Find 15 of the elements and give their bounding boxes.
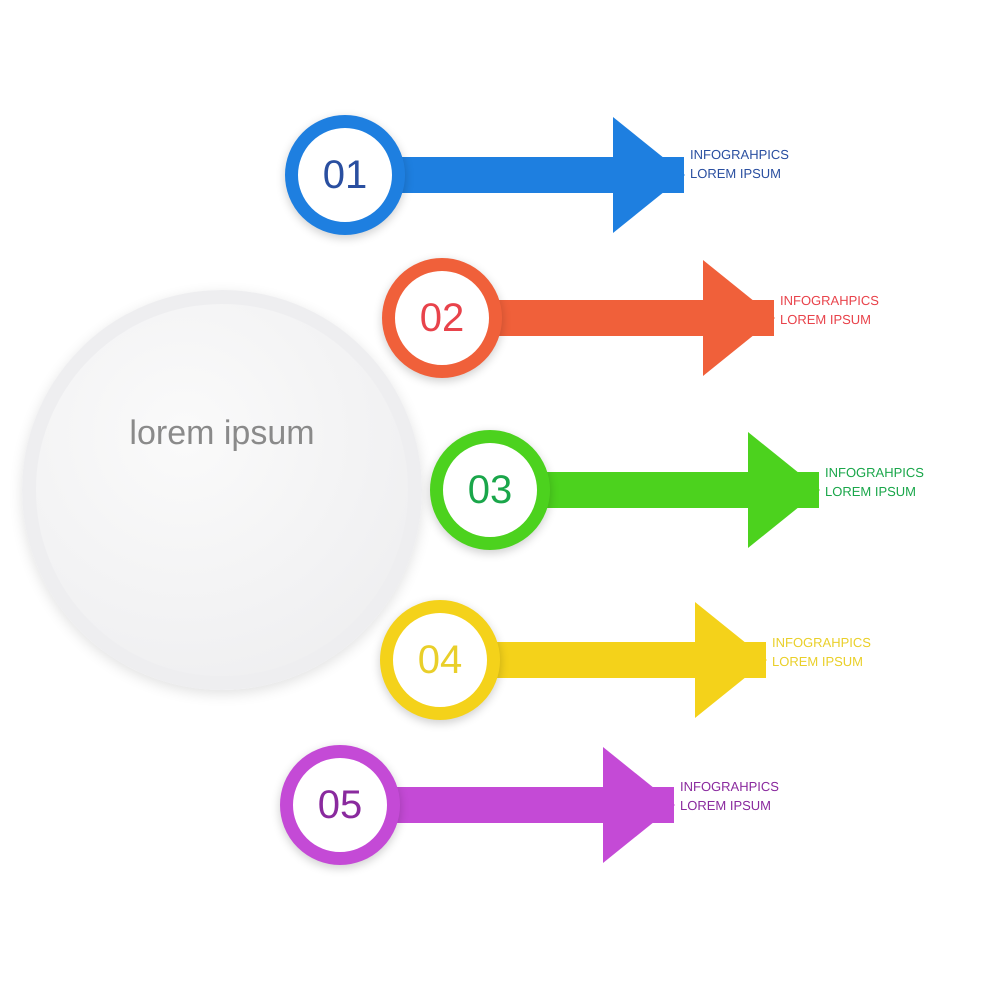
- circle-title: lorem ipsum: [128, 414, 316, 453]
- description-text: INFOGRAHPICS LOREM IPSUM: [690, 145, 815, 183]
- step-number: 02: [420, 296, 464, 340]
- description-text: INFOGRAHPICS LOREM IPSUM: [772, 633, 897, 671]
- arrow: [546, 432, 820, 548]
- arrow: [401, 117, 685, 233]
- arrow: [496, 602, 767, 718]
- step-number: 03: [468, 468, 512, 512]
- description-text: INFOGRAHPICS LOREM IPSUM: [825, 463, 950, 501]
- step-number: 01: [322, 152, 368, 198]
- arrow: [498, 260, 775, 376]
- step-number: 05: [318, 782, 362, 828]
- step-number: 04: [418, 638, 462, 682]
- description-text: INFOGRAHPICS LOREM IPSUM: [780, 291, 905, 329]
- description-text: INFOGRAHPICS LOREM IPSUM: [680, 777, 805, 815]
